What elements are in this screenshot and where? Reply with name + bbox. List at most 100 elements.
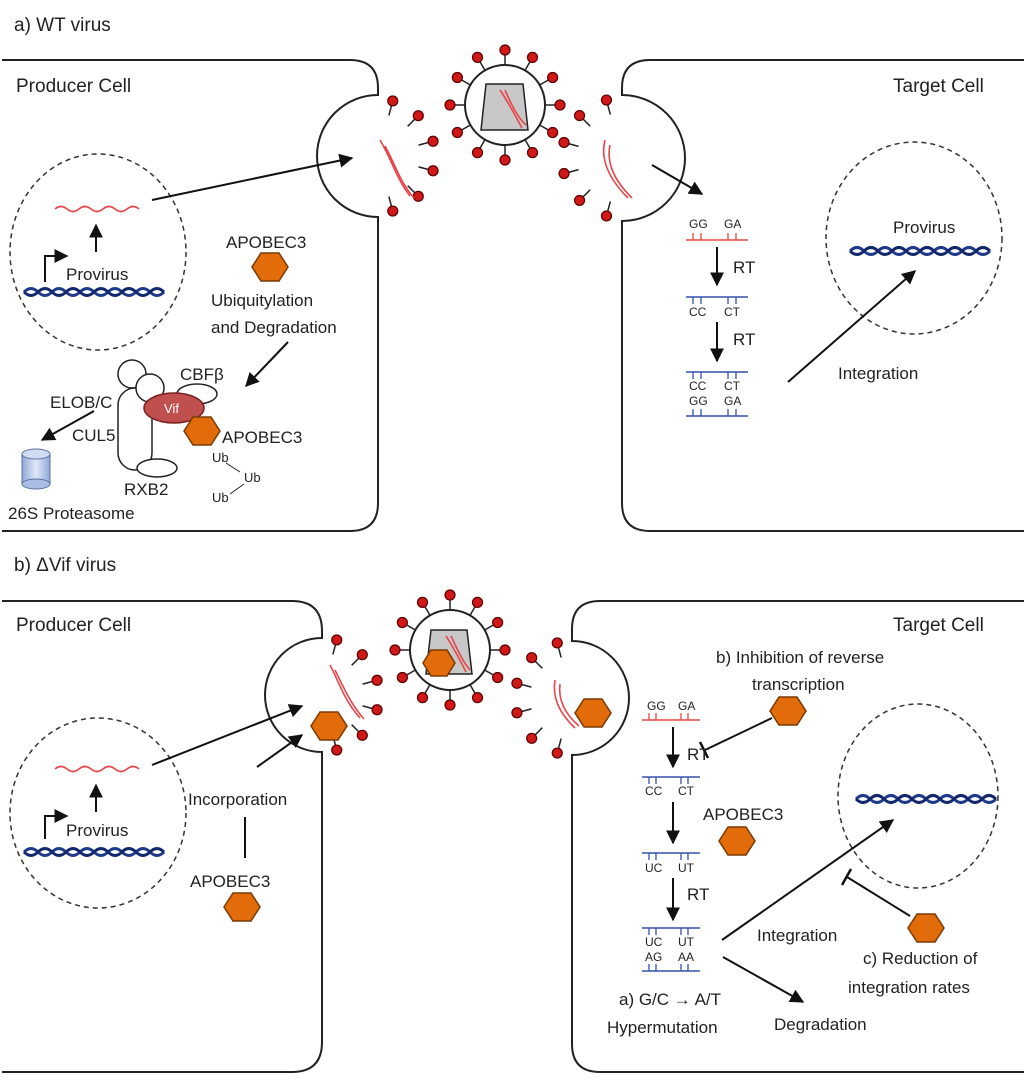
fusing-viral-rna-b: [553, 679, 580, 729]
integration-arrow: [787, 270, 917, 383]
spike-stalk: [362, 705, 374, 710]
spike-knob: [573, 194, 586, 207]
vif-shape: [143, 392, 205, 424]
spike-knob: [412, 110, 424, 122]
spike-knob: [511, 677, 523, 689]
rxb2-label: RXB2: [124, 480, 168, 499]
rt-label-2: RT: [733, 330, 755, 349]
spike-stalk: [388, 196, 393, 208]
spike-knob: [444, 589, 456, 601]
viral-rna-transcript: [54, 205, 140, 213]
spike-knob: [492, 671, 504, 684]
spike-knob: [416, 596, 429, 608]
virion-apobec3-hexagon: [422, 649, 456, 677]
rt-inhibition-bar: [698, 741, 710, 759]
fusing-virion-spikes: [558, 94, 613, 222]
ubiquitin-1: Ub: [212, 450, 229, 465]
incorporated-apobec3-hexagon: [310, 711, 348, 741]
spike-knob: [558, 136, 570, 149]
spike-stalk: [469, 605, 477, 616]
spike-knob: [471, 692, 484, 704]
spike-knob: [547, 71, 559, 84]
spike-stalk: [469, 684, 477, 695]
seq-aa: AA: [678, 950, 694, 964]
virion-rna: [499, 89, 527, 129]
rt-stage-cdna: CC CT: [686, 296, 748, 319]
rt-label-b-1: RT: [687, 745, 709, 764]
spike-knob: [526, 51, 539, 63]
spike-stalk: [460, 124, 471, 132]
seq-cc-2: CC: [689, 379, 707, 393]
spike-stalk: [388, 104, 393, 116]
spike-knob: [526, 732, 538, 744]
ubiquitylation-line2: and Degradation: [211, 318, 337, 337]
spike-knob: [387, 205, 399, 217]
spike-knob: [551, 637, 563, 649]
seq-ut-2: UT: [678, 935, 695, 949]
export-arrow: [151, 153, 354, 201]
wt-virion: [444, 44, 566, 166]
budding-virion-spikes: [387, 95, 439, 217]
seq-ct-2: CT: [724, 379, 741, 393]
mutated-ticks: [648, 853, 689, 860]
seq-gg-1: GG: [689, 217, 708, 231]
provirus-label-b: Provirus: [66, 821, 128, 840]
spike-knob: [558, 167, 570, 180]
proviral-dna-b-2: [22, 847, 166, 857]
spike-knob: [499, 644, 511, 656]
spike-knob: [573, 109, 586, 122]
complex-apobec3-hexagon: [183, 416, 221, 446]
producer-cell-outline: [2, 59, 379, 532]
dsdna-top-ticks: [692, 372, 737, 379]
rt-stage-rna: GG GA: [686, 217, 748, 241]
incorporation-arrow: [256, 734, 304, 768]
promoter-arrow: [44, 249, 69, 282]
target-cell-outline-b: [571, 600, 1024, 1073]
rt-label-1: RT: [733, 258, 755, 277]
spike-knob: [492, 616, 504, 629]
panel-b-title: b) ΔVif virus: [14, 555, 116, 576]
virion-spikes: [444, 44, 566, 166]
spike-stalk: [407, 117, 417, 127]
spike-knob: [499, 44, 511, 56]
spike-knob: [416, 692, 429, 704]
ub-link-1: [225, 462, 241, 473]
spike-stalk: [581, 117, 591, 127]
seq-ct-1: CT: [724, 305, 741, 319]
spike-knob: [356, 729, 368, 741]
spike-stalk: [460, 78, 471, 86]
spike-knob: [412, 190, 424, 202]
producer-nucleus-b: [9, 717, 187, 909]
producer-nucleus: [9, 153, 187, 351]
spike-stalk: [567, 142, 579, 148]
spike-knob: [526, 147, 539, 159]
cdna-ticks-b: [648, 777, 689, 784]
budding-viral-rna-b: [329, 664, 365, 720]
panel-a: a) WT virus Producer Cell Target Cell Pr…: [2, 15, 1024, 532]
spike-stalk: [557, 646, 562, 658]
degradation-arrow-b: [722, 956, 805, 1003]
target-cell-outline: [621, 59, 1024, 532]
spike-knob: [331, 634, 343, 646]
producer-cell-outline-b: [2, 600, 323, 1073]
ds-bottom-ticks-b: [648, 964, 689, 971]
spike-knob: [371, 704, 383, 716]
seq-cc-1: CC: [689, 305, 707, 319]
spike-stalk: [405, 623, 416, 631]
spike-stalk: [524, 60, 532, 71]
integrated-dna-b-2: [854, 794, 998, 804]
fusing-virion-spikes-b: [511, 637, 563, 759]
spike-stalk: [606, 103, 612, 115]
ds-top-ticks-b: [648, 928, 689, 935]
spike-knob: [499, 154, 511, 166]
spike-stalk: [407, 185, 417, 195]
spike-knob: [600, 210, 613, 222]
rt-b-stage-mutated: UC UT: [642, 852, 700, 875]
spike-knob: [356, 649, 368, 661]
vif-label: Vif: [164, 401, 179, 416]
inhibitor-apobec3-hexagon: [769, 696, 807, 726]
budding-virion-spikes-b: [331, 634, 383, 756]
spike-stalk: [524, 139, 532, 150]
viral-rna-transcript-b: [54, 765, 140, 773]
producer-cell-label: Producer Cell: [16, 76, 131, 97]
